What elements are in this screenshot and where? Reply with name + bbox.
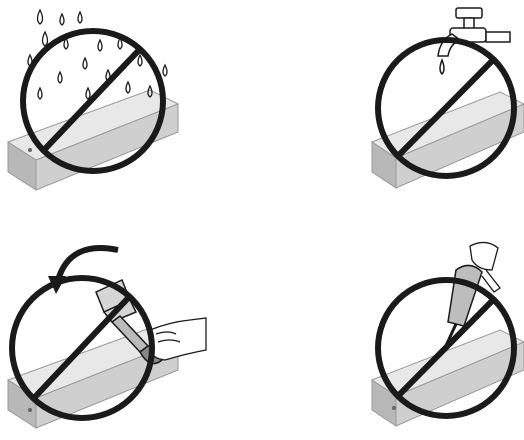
no-twisting-illustration <box>0 230 215 440</box>
panel-no-water-tap <box>360 0 524 200</box>
panel-no-rain <box>0 0 180 200</box>
panel-no-disassembly <box>360 230 524 440</box>
no-water-tap-illustration <box>360 0 524 200</box>
no-disassembly-illustration <box>360 230 524 440</box>
panel-no-twisting <box>0 230 215 440</box>
hand-icon <box>150 318 206 360</box>
no-rain-illustration <box>0 0 180 200</box>
